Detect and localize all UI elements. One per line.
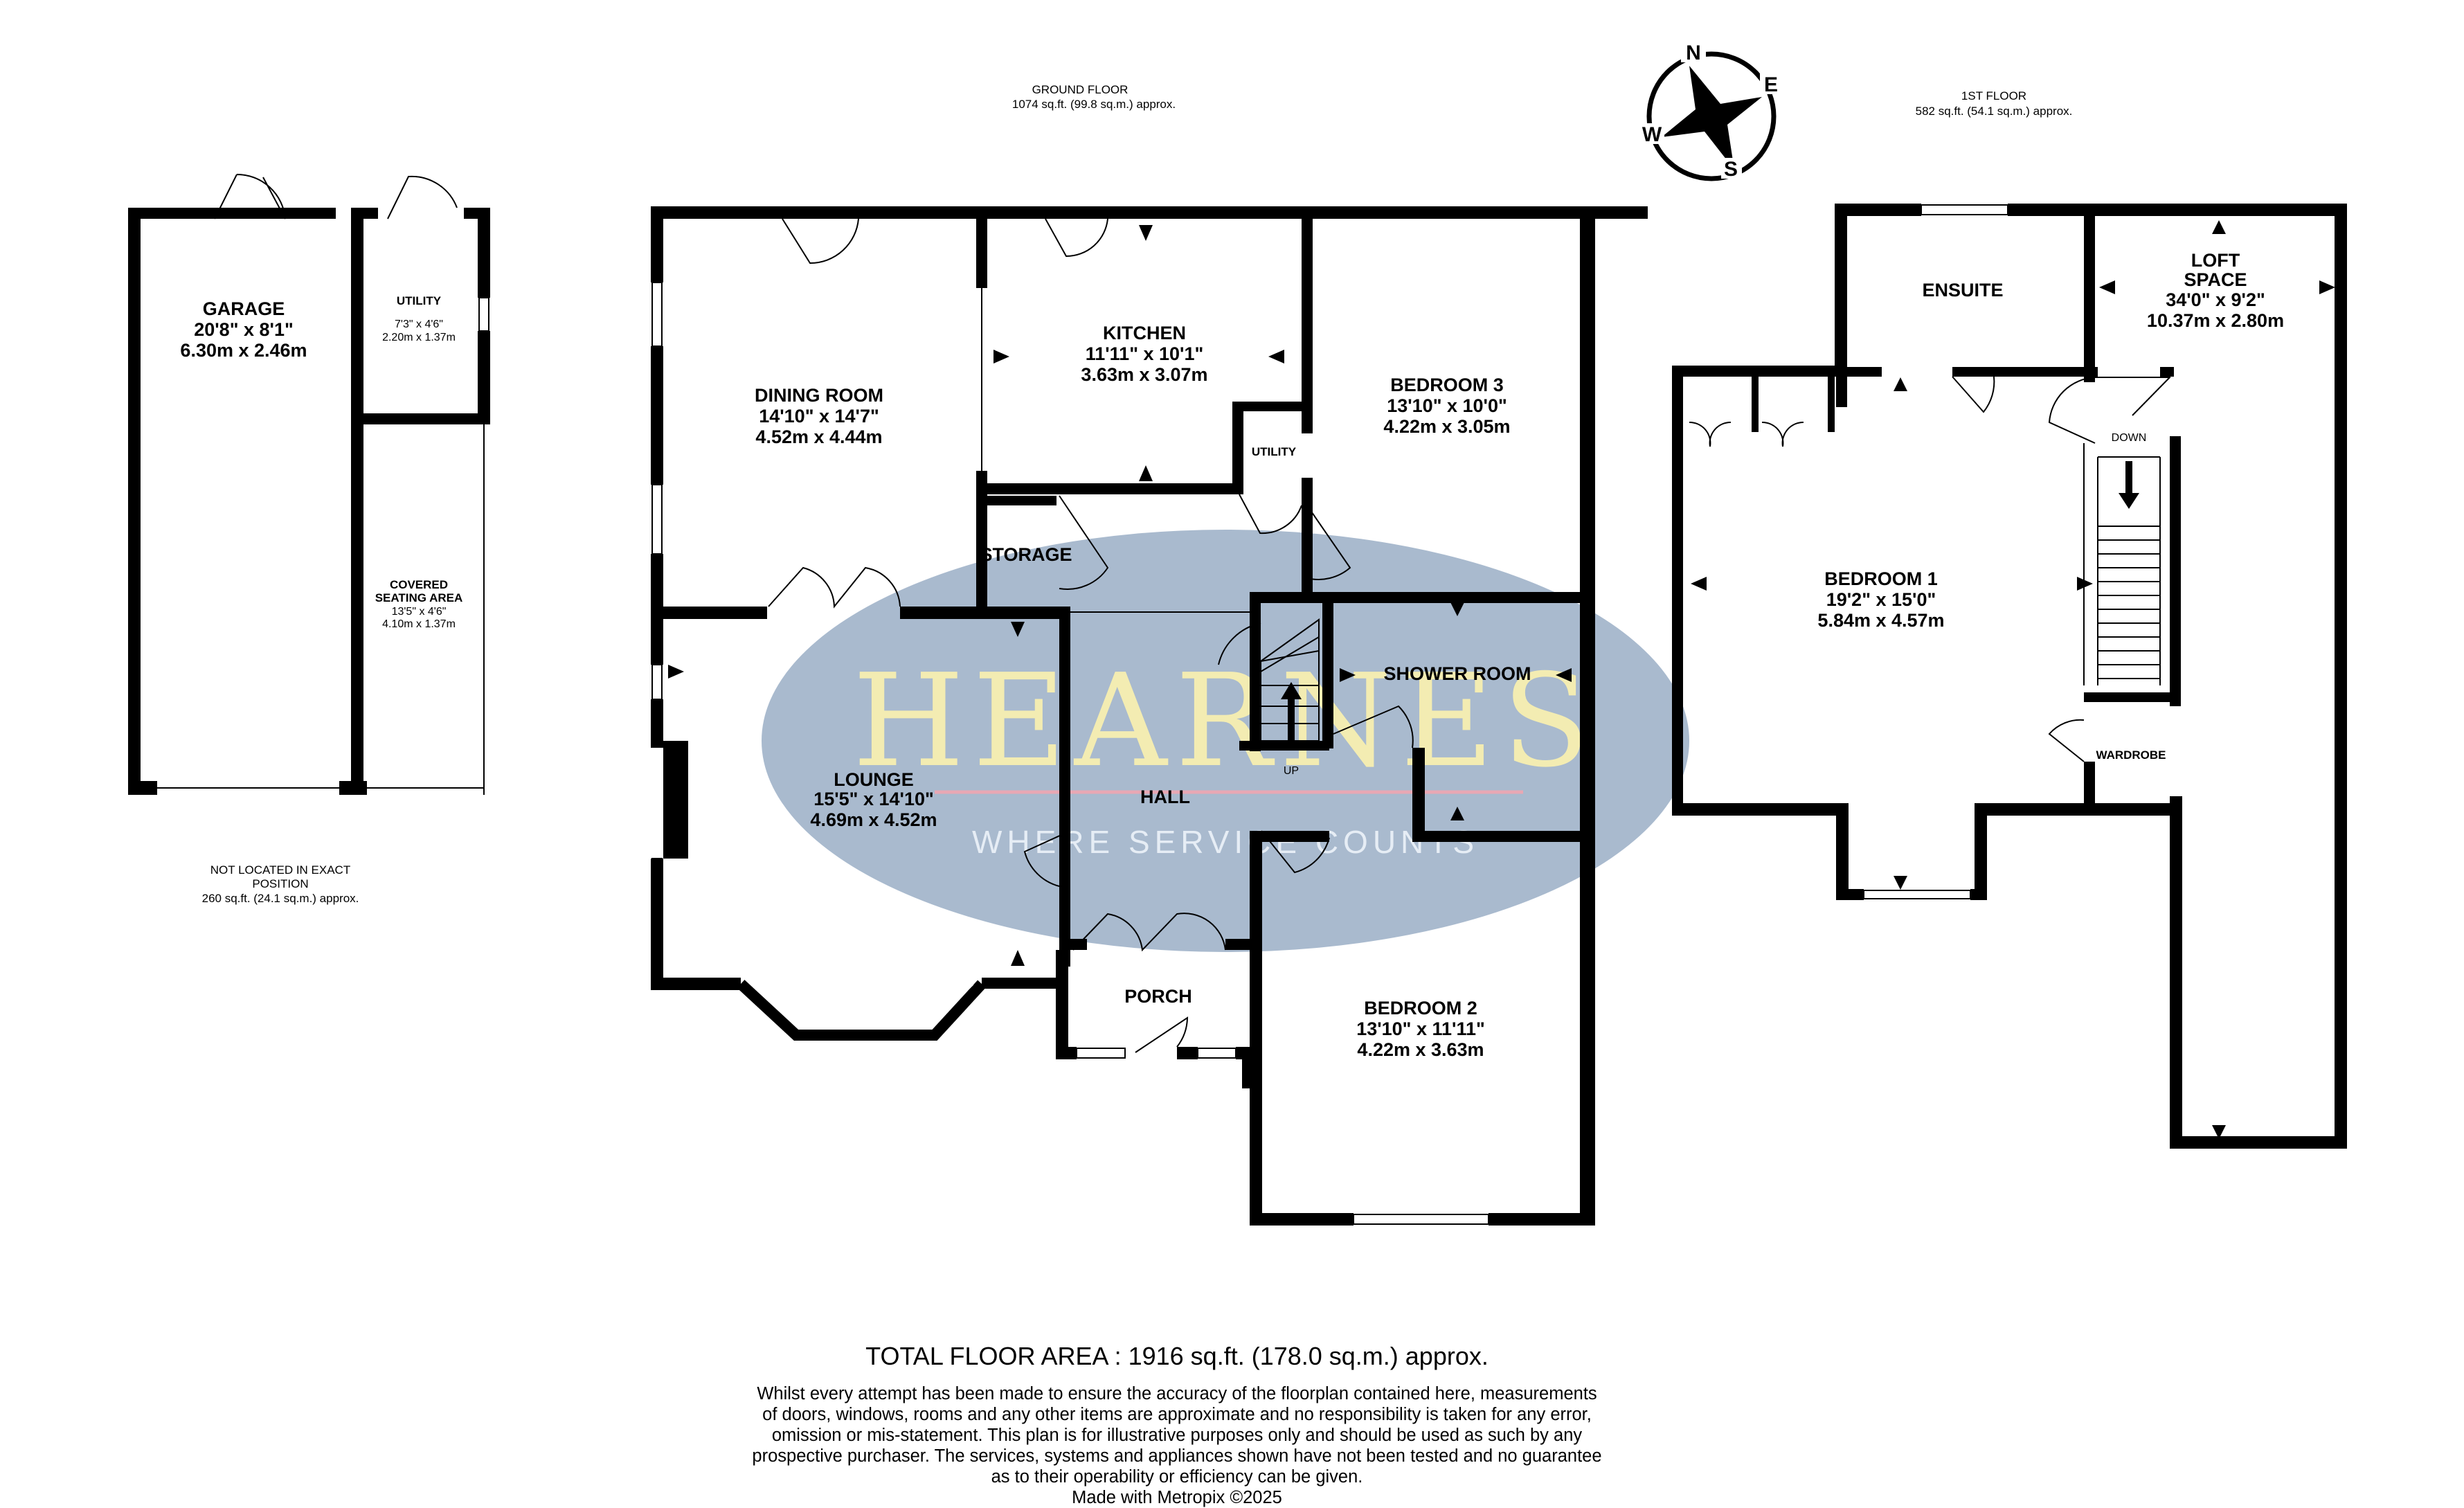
first-floor-area: 582 sq.ft. (54.1 sq.m.) approx. [1916,105,2073,118]
bedroom1-name: BEDROOM 1 [1824,568,1938,589]
covered-metric: 4.10m x 1.37m [382,618,456,630]
disclaimer-line: of doors, windows, rooms and any other i… [762,1405,1592,1424]
covered-name-2: SEATING AREA [375,591,463,604]
watermark-ellipse [762,530,1689,952]
utility-name: UTILITY [1252,445,1297,458]
loft-imperial: 34'0" x 9'2" [2166,289,2265,310]
total-floor-area: TOTAL FLOOR AREA : 1916 sq.ft. (178.0 sq… [865,1342,1489,1370]
metropix-credit: Made with Metropix ©2025 [1072,1488,1282,1507]
wardrobe-name: WARDROBE [2096,748,2166,762]
first-floor-walls [1672,204,2347,1149]
disclaimer-line: Whilst every attempt has been made to en… [757,1384,1597,1403]
covered-name-1: COVERED [390,578,448,591]
compass-ring [1646,51,1777,181]
loft-name-1: LOFT [2191,250,2240,271]
outbuilding-area: 260 sq.ft. (24.1 sq.m.) approx. [202,892,359,905]
lounge-imperial: 15'5" x 14'10" [813,789,934,809]
down-label: DOWN [2112,432,2147,444]
compass: N E S W [1639,40,1782,181]
measure-arrows-first [1691,220,2335,1139]
loft-metric: 10.37m x 2.80m [2147,310,2284,331]
watermark-tagline: WHERE SERVICE COUNTS [972,824,1479,860]
outbuilding-fixtures [157,173,489,795]
first-floor-title: 1ST FLOOR [1961,89,2026,102]
kitchen-name: KITCHEN [1103,323,1186,343]
watermark-brand: HEARNES [853,646,1599,796]
outbuilding-note-2: POSITION [252,877,308,890]
kitchen-imperial: 11'11" x 10'1" [1086,343,1204,364]
kitchen-metric: 3.63m x 3.07m [1081,364,1207,385]
disclaimer: Whilst every attempt has been made to en… [609,1383,1745,1508]
outbuilding-note-1: NOT LOCATED IN EXACT [210,863,350,877]
garage-name: GARAGE [203,298,285,319]
bedroom1-metric: 5.84m x 4.57m [1817,610,1944,631]
stair-arrow-up [1281,682,1302,741]
first-floor-fixtures [1689,204,2170,899]
up-label: UP [1284,765,1299,777]
bedroom3-name: BEDROOM 3 [1390,375,1504,395]
ensuite-name: ENSUITE [1922,280,2003,300]
bedroom2-imperial: 13'10" x 11'11" [1356,1018,1485,1039]
compass-n: N [1686,42,1701,64]
stair-arrow-down [2119,461,2139,509]
lounge-name: LOUNGE [834,769,914,790]
porch-name: PORCH [1124,986,1192,1007]
dining-metric: 4.52m x 4.44m [755,427,882,447]
shower-name: SHOWER ROOM [1384,663,1531,684]
dining-imperial: 14'10" x 14'7" [759,406,879,427]
utility-out-imperial: 7'3" x 4'6" [395,318,443,330]
disclaimer-line: omission or mis-statement. This plan is … [771,1426,1583,1445]
storage-name: STORAGE [980,544,1072,565]
loft-name-2: SPACE [2184,269,2247,290]
bedroom2-metric: 4.22m x 3.63m [1357,1039,1484,1060]
measure-arrows-ground [668,225,1572,966]
ground-floor-title: GROUND FLOOR [1032,83,1128,96]
compass-e: E [1764,73,1778,96]
watermark: HEARNES WHERE SERVICE COUNTS [762,530,1689,952]
bedroom1-imperial: 19'2" x 15'0" [1826,589,1936,610]
compass-s: S [1724,158,1738,181]
dining-name: DINING ROOM [755,385,883,406]
bedroom3-metric: 4.22m x 3.05m [1383,416,1510,437]
ground-floor-walls [651,206,1648,1226]
compass-w: W [1642,123,1662,146]
lounge-metric: 4.69m x 4.52m [810,809,937,830]
disclaimer-line: prospective purchaser. The services, sys… [752,1446,1602,1466]
disclaimer-line: as to their operability or efficiency ca… [991,1467,1363,1487]
ground-floor-area: 1074 sq.ft. (99.8 sq.m.) approx. [1012,98,1176,111]
bedroom3-imperial: 13'10" x 10'0" [1387,395,1507,416]
compass-star-icon [1662,66,1762,170]
ground-floor-fixtures [651,207,1517,1225]
garage-metric: 6.30m x 2.46m [180,340,307,361]
utility-out-metric: 2.20m x 1.37m [382,332,456,343]
room-labels: GARAGE 20'8" x 8'1" 6.30m x 2.46m UTILIT… [180,250,2284,1060]
bedroom2-name: BEDROOM 2 [1364,998,1477,1018]
floor-headers: GROUND FLOOR 1074 sq.ft. (99.8 sq.m.) ap… [202,83,2073,905]
hall-name: HALL [1140,787,1190,807]
covered-imperial: 13'5" x 4'6" [392,606,447,618]
garage-imperial: 20'8" x 8'1" [194,319,294,340]
utility-out-name: UTILITY [397,294,442,307]
